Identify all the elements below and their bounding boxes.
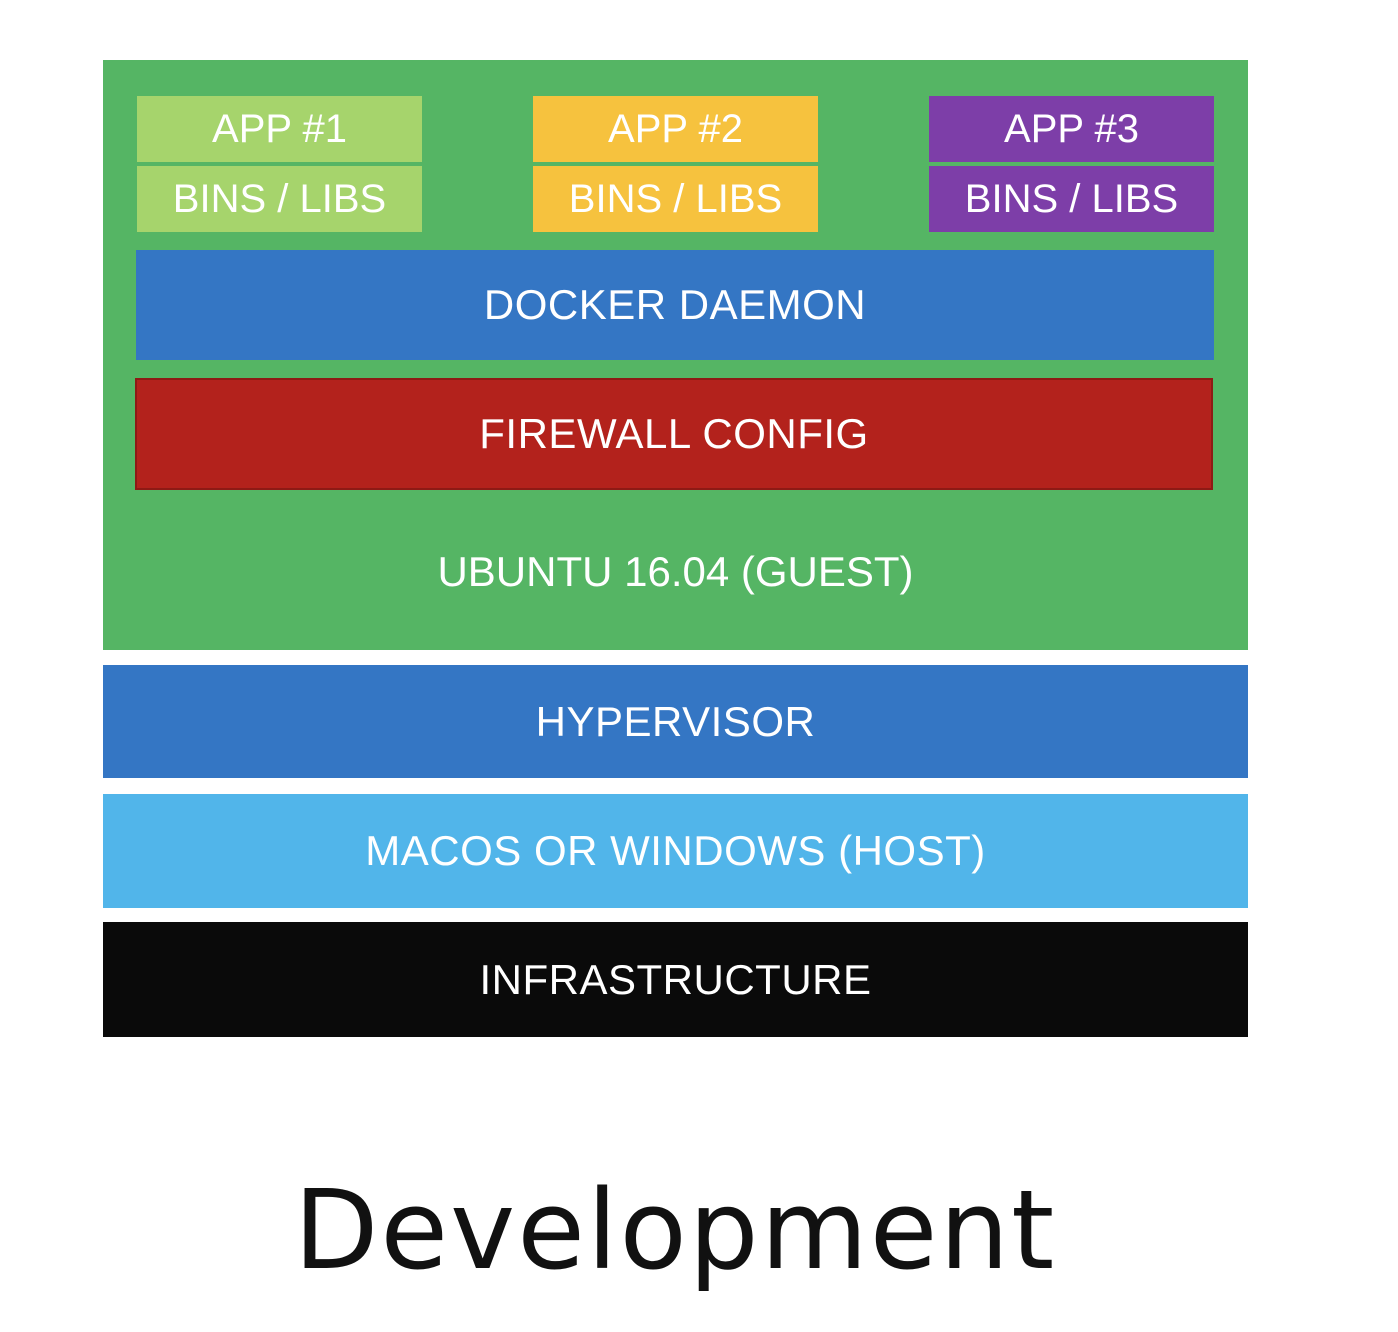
caption-title: Development bbox=[0, 1165, 1350, 1295]
guest-os-label-wrap: UBUNTU 16.04 (GUEST) bbox=[103, 540, 1248, 604]
app-3-box: APP #3 bbox=[929, 96, 1214, 162]
infrastructure-layer: INFRASTRUCTURE bbox=[103, 922, 1248, 1037]
docker-daemon-label: DOCKER DAEMON bbox=[483, 281, 867, 328]
app-1-libs-label: BINS / LIBS bbox=[172, 176, 387, 221]
docker-daemon-layer: DOCKER DAEMON bbox=[136, 250, 1214, 360]
firewall-config-layer: FIREWALL CONFIG bbox=[135, 378, 1213, 490]
host-os-label: MACOS OR WINDOWS (HOST) bbox=[365, 827, 986, 874]
app-2-libs-box: BINS / LIBS bbox=[533, 166, 818, 232]
hypervisor-label: HYPERVISOR bbox=[535, 697, 816, 745]
app-1-box: APP #1 bbox=[137, 96, 422, 162]
guest-os-layer: APP #1 BINS / LIBS APP #2 BINS / LIBS AP… bbox=[103, 60, 1248, 650]
app-2-label: APP #2 bbox=[608, 106, 743, 151]
app-3-libs-box: BINS / LIBS bbox=[929, 166, 1214, 232]
app-1-libs-box: BINS / LIBS bbox=[137, 166, 422, 232]
app-3-label: APP #3 bbox=[1004, 106, 1139, 151]
app-2-box: APP #2 bbox=[533, 96, 818, 162]
app-1-label: APP #1 bbox=[212, 106, 347, 151]
hypervisor-layer: HYPERVISOR bbox=[103, 665, 1248, 778]
app-2-libs-label: BINS / LIBS bbox=[568, 176, 783, 221]
app-3-libs-label: BINS / LIBS bbox=[964, 176, 1179, 221]
caption-text: Development bbox=[293, 1166, 1057, 1294]
firewall-config-label: FIREWALL CONFIG bbox=[479, 410, 869, 457]
guest-os-label: UBUNTU 16.04 (GUEST) bbox=[437, 548, 914, 595]
infrastructure-label: INFRASTRUCTURE bbox=[479, 955, 872, 1003]
host-os-layer: MACOS OR WINDOWS (HOST) bbox=[103, 794, 1248, 908]
